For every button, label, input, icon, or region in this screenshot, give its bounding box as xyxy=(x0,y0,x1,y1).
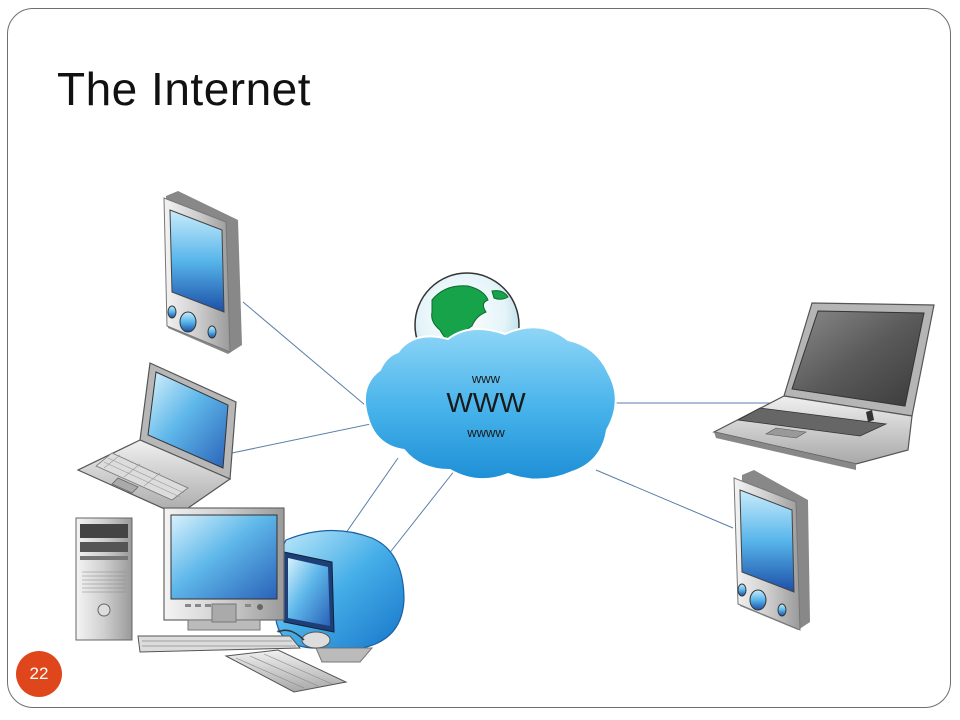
mouse-icon xyxy=(277,629,331,649)
link-pda-top-left xyxy=(242,301,366,406)
cloud-label-bottom: wwww xyxy=(466,425,505,440)
monitor-icon xyxy=(163,507,285,631)
imac-style-computer-icon xyxy=(273,529,405,663)
keyboard-icon xyxy=(137,635,302,653)
internet-cloud: www WWW wwww xyxy=(364,326,617,481)
laptop-left-icon xyxy=(76,362,237,516)
keyboard-secondary-icon xyxy=(224,649,348,693)
laptop-right-icon xyxy=(712,302,935,470)
cloud-label-main: WWW xyxy=(446,387,526,418)
link-imac xyxy=(387,469,456,556)
slide-title: The Internet xyxy=(57,63,312,115)
page-number-badge: 22 xyxy=(16,651,62,697)
pda-top-left-icon xyxy=(163,191,242,354)
pda-bottom-right-icon xyxy=(733,470,810,631)
link-pda-bottom-right xyxy=(595,469,734,529)
cloud-label-top: www xyxy=(471,371,501,386)
link-laptop-left xyxy=(231,419,391,454)
desktop-tower-icon xyxy=(75,517,133,641)
